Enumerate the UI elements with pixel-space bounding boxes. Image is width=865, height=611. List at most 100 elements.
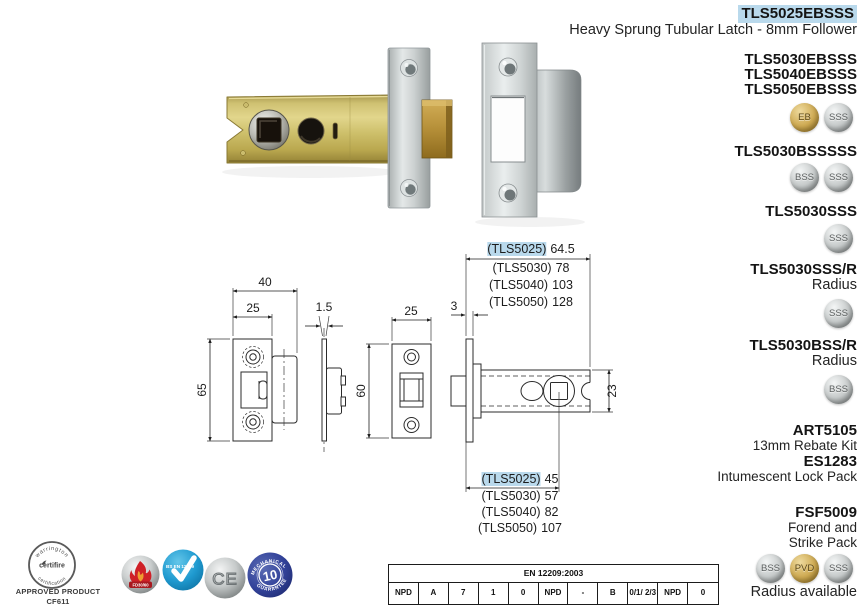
page-title: TLS5025EBSSS xyxy=(738,5,857,23)
en-cell: - xyxy=(568,583,599,604)
ce-mark-text: CE xyxy=(212,570,238,589)
finish-badges-group5: BSS xyxy=(824,375,853,404)
certifire-center: certifire xyxy=(39,563,65,570)
strike-front-view xyxy=(207,288,298,442)
bs-en-badge: BS EN 12209 xyxy=(162,549,204,591)
case-code: (TLS5025) xyxy=(487,242,547,256)
variant-code: TLS5030BSSSSS xyxy=(734,143,857,160)
en-table-row: NPD A 7 1 0 NPD - B 0/1/ 2/3 NPD 0 xyxy=(389,583,718,604)
en-cell: NPD xyxy=(389,583,419,604)
backset-code: (TLS5025) xyxy=(481,472,541,486)
case-length-row: (TLS5030)78 xyxy=(493,261,570,276)
case-code: (TLS5040) xyxy=(489,278,549,292)
certifire-arc-bottom: certification xyxy=(36,576,67,587)
checkmark-icon xyxy=(171,555,197,582)
variant-note: Radius xyxy=(811,277,857,293)
accessory-desc: Strike Pack xyxy=(788,535,857,550)
strike-lip xyxy=(529,69,582,193)
guarantee-badge: 10 MECHANICAL GUARANTEE xyxy=(247,552,293,598)
en-cell: 7 xyxy=(449,583,479,604)
svg-text:certification: certification xyxy=(36,576,67,587)
forend-front-view xyxy=(366,317,432,439)
finish-badges-strike-pack: BSS PVD SSS xyxy=(756,554,853,583)
en-cell: B xyxy=(598,583,629,604)
backset-value: 107 xyxy=(541,521,562,535)
dim-strike-width: 40 xyxy=(258,275,272,289)
case-length-row: (TLS5050)128 xyxy=(489,295,573,310)
variant-code: TLS5030SSS/R xyxy=(750,261,857,278)
finish-badge-eb: EB xyxy=(790,103,819,132)
backset-value: 82 xyxy=(544,505,559,519)
case-value: 78 xyxy=(555,261,570,275)
latch-shadow xyxy=(222,166,398,178)
latch-bolt xyxy=(421,99,453,159)
en-cell: A xyxy=(419,583,449,604)
strike-cutout xyxy=(490,95,526,163)
finish-badge-sss: SSS xyxy=(824,103,853,132)
dim-tube-height: 23 xyxy=(605,384,619,398)
finish-badge-bss: BSS xyxy=(824,375,853,404)
finish-badge-sss: SSS xyxy=(824,554,853,583)
case-value: 128 xyxy=(552,295,573,309)
finish-badge-sss: SSS xyxy=(824,299,853,328)
approved-line1: APPROVED PRODUCT xyxy=(15,587,101,596)
certifire-logo: warrington certifire certification xyxy=(28,541,76,589)
latch-side-view xyxy=(450,254,613,492)
variant-note: Radius xyxy=(811,353,857,369)
ce-badge: CE xyxy=(204,557,246,599)
en-cell: 0 xyxy=(700,588,706,598)
finish-badge-pvd: PVD xyxy=(790,554,819,583)
product-description: Heavy Sprung Tubular Latch - 8mm Followe… xyxy=(569,22,857,38)
finish-badge-bss: BSS xyxy=(756,554,785,583)
case-length-row: (TLS5040)103 xyxy=(489,278,573,293)
accessory-desc: 13mm Rebate Kit xyxy=(752,438,857,453)
en-cell: 0/1/ 2/3 xyxy=(628,583,659,604)
technical-drawing: .ln{stroke:#2b2b2b;stroke-width:1;fill:#… xyxy=(207,254,613,492)
en-cell: 1 xyxy=(479,583,509,604)
strike-plate xyxy=(481,42,582,218)
follower-square-hole xyxy=(256,117,282,143)
variant-code: TLS5030BSS/R xyxy=(749,337,857,354)
finish-badges-group4: SSS xyxy=(824,299,853,328)
variant-code: TLS5050EBSSS xyxy=(744,81,857,98)
finish-badges-group1: EB SSS xyxy=(790,103,853,132)
finish-badge-sss: SSS xyxy=(824,163,853,192)
fire-rating-badge: FD30/60 xyxy=(121,555,160,594)
finish-badge-bss: BSS xyxy=(790,163,819,192)
certifire-flame-icon xyxy=(41,560,47,565)
radius-note: Radius available xyxy=(750,584,857,600)
strike-side-view xyxy=(305,315,346,452)
accessory-desc: Intumescent Lock Pack xyxy=(717,469,857,484)
fire-rating-text: FD30/60 xyxy=(132,583,149,588)
backset-code: (TLS5050) xyxy=(478,521,538,535)
case-value: 64.5 xyxy=(550,242,575,256)
accessory-code: ART5105 xyxy=(792,422,857,439)
backset-row: (TLS5030)57 xyxy=(482,489,559,504)
accessory-desc: Forend and xyxy=(787,520,857,535)
dim-strike-inner: 25 xyxy=(246,301,260,315)
approved-line2: CF611 xyxy=(46,597,70,606)
backset-code: (TLS5030) xyxy=(481,489,541,503)
backset-value: 57 xyxy=(544,489,559,503)
guarantee-number: 10 xyxy=(261,567,278,585)
flame-icon xyxy=(129,561,152,583)
dim-faceplate-thickness: 3 xyxy=(450,299,458,313)
en-cell: 0 xyxy=(509,583,539,604)
dim-forend-height: 60 xyxy=(354,384,368,398)
backset-row: (TLS5040)82 xyxy=(482,505,559,520)
accessory-code: ES1283 xyxy=(803,453,857,470)
finish-badges-group3: SSS xyxy=(824,224,853,253)
latch-body xyxy=(226,94,391,164)
approved-product-label: APPROVED PRODUCT CF611 xyxy=(10,587,106,607)
case-code: (TLS5050) xyxy=(489,295,549,309)
en-cell: NPD xyxy=(539,583,569,604)
finish-badges-group2: BSS SSS xyxy=(790,163,853,192)
en-cell: NPD xyxy=(658,583,689,604)
accessory-code: FSF5009 xyxy=(795,504,857,521)
strike-shadow xyxy=(475,217,585,227)
dim-strike-height: 65 xyxy=(195,383,209,397)
dim-strike-thickness: 1.5 xyxy=(315,300,333,314)
variant-code: TLS5030EBSSS xyxy=(744,51,857,68)
spring-slot xyxy=(332,122,338,140)
